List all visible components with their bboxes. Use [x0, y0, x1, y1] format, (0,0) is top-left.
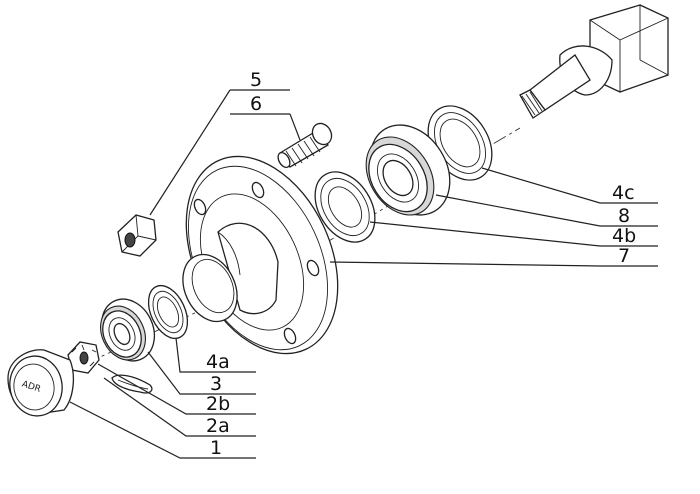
bolt-hole: [283, 327, 297, 345]
callout-label-4c: 4c: [612, 182, 635, 204]
callout-label-2b: 2b: [206, 393, 230, 415]
split-pin-2a: [111, 374, 153, 394]
stub-axle: [519, 4, 669, 119]
bearing-3: [100, 298, 156, 362]
spacer-ring-8: [314, 171, 376, 243]
callout-label-4a: 4a: [206, 351, 230, 373]
wheel-stud-6: [277, 122, 333, 169]
callout-label-7: 7: [618, 245, 630, 267]
hub-cap-1: ADR: [7, 349, 75, 417]
bolt-hole: [306, 259, 320, 277]
wheel-nut-5: [117, 214, 157, 257]
hub-flange-7: [182, 155, 339, 355]
callout-label-3: 3: [210, 373, 222, 395]
callout-label-8: 8: [618, 205, 630, 227]
callout-label-1: 1: [210, 437, 222, 459]
castle-nut-2b: [67, 341, 100, 374]
seal-ring-4a: [147, 284, 189, 340]
bolt-hole: [193, 198, 207, 216]
callout-label-2a: 2a: [206, 415, 230, 437]
bearing-4b: [365, 124, 451, 216]
axle-thread: [521, 91, 543, 116]
callout-label-4b: 4b: [612, 225, 636, 247]
leader-lines: [69, 89, 658, 459]
callout-label-5: 5: [250, 69, 262, 91]
bolt-hole: [251, 181, 265, 199]
callout-labels: 5 6 4c 8 4b 7 4a 3 2b 2a 1: [206, 69, 636, 459]
callout-label-6: 6: [250, 93, 262, 115]
